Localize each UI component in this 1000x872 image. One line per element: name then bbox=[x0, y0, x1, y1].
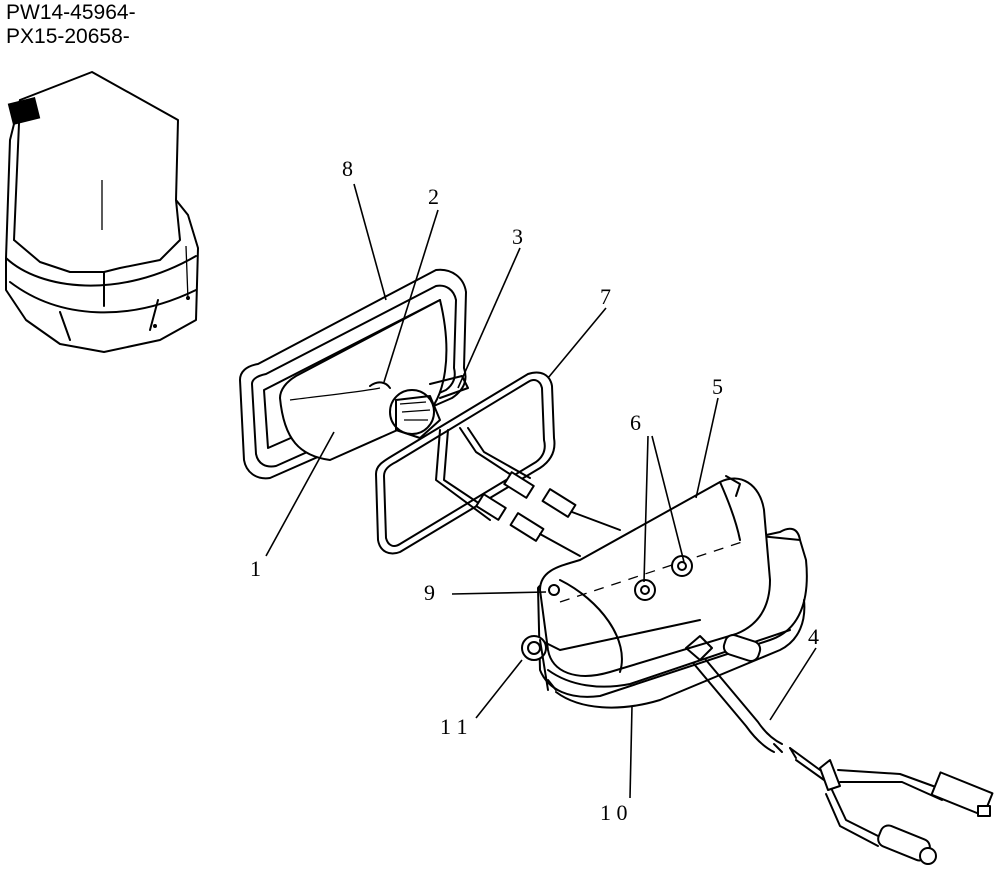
callout-7: 7 bbox=[600, 284, 611, 309]
leader-lines bbox=[265, 183, 817, 799]
callout-11: 1 1 bbox=[440, 714, 468, 739]
callout-4: 4 bbox=[808, 624, 819, 649]
cable-assembly bbox=[693, 659, 994, 865]
serial-range-2: PX15-20658- bbox=[6, 25, 130, 48]
callout-9: 9 bbox=[424, 580, 435, 605]
cab-locator-illustration bbox=[5, 71, 199, 353]
lamp-frame bbox=[239, 268, 469, 480]
lamp-wires bbox=[435, 427, 621, 557]
callout-3: 3 bbox=[512, 224, 523, 249]
serial-range-1: PW14-45964- bbox=[6, 1, 136, 24]
callout-2: 2 bbox=[428, 184, 439, 209]
callout-labels: 8 2 3 7 5 6 1 9 4 1 1 1 0 bbox=[250, 156, 819, 825]
gasket bbox=[375, 371, 556, 555]
callout-5: 5 bbox=[712, 374, 723, 399]
callout-10: 1 0 bbox=[600, 800, 628, 825]
lamp-body-and-bracket bbox=[521, 475, 808, 709]
callout-8: 8 bbox=[342, 156, 353, 181]
callout-1: 1 bbox=[250, 556, 261, 581]
callout-6: 6 bbox=[630, 410, 641, 435]
